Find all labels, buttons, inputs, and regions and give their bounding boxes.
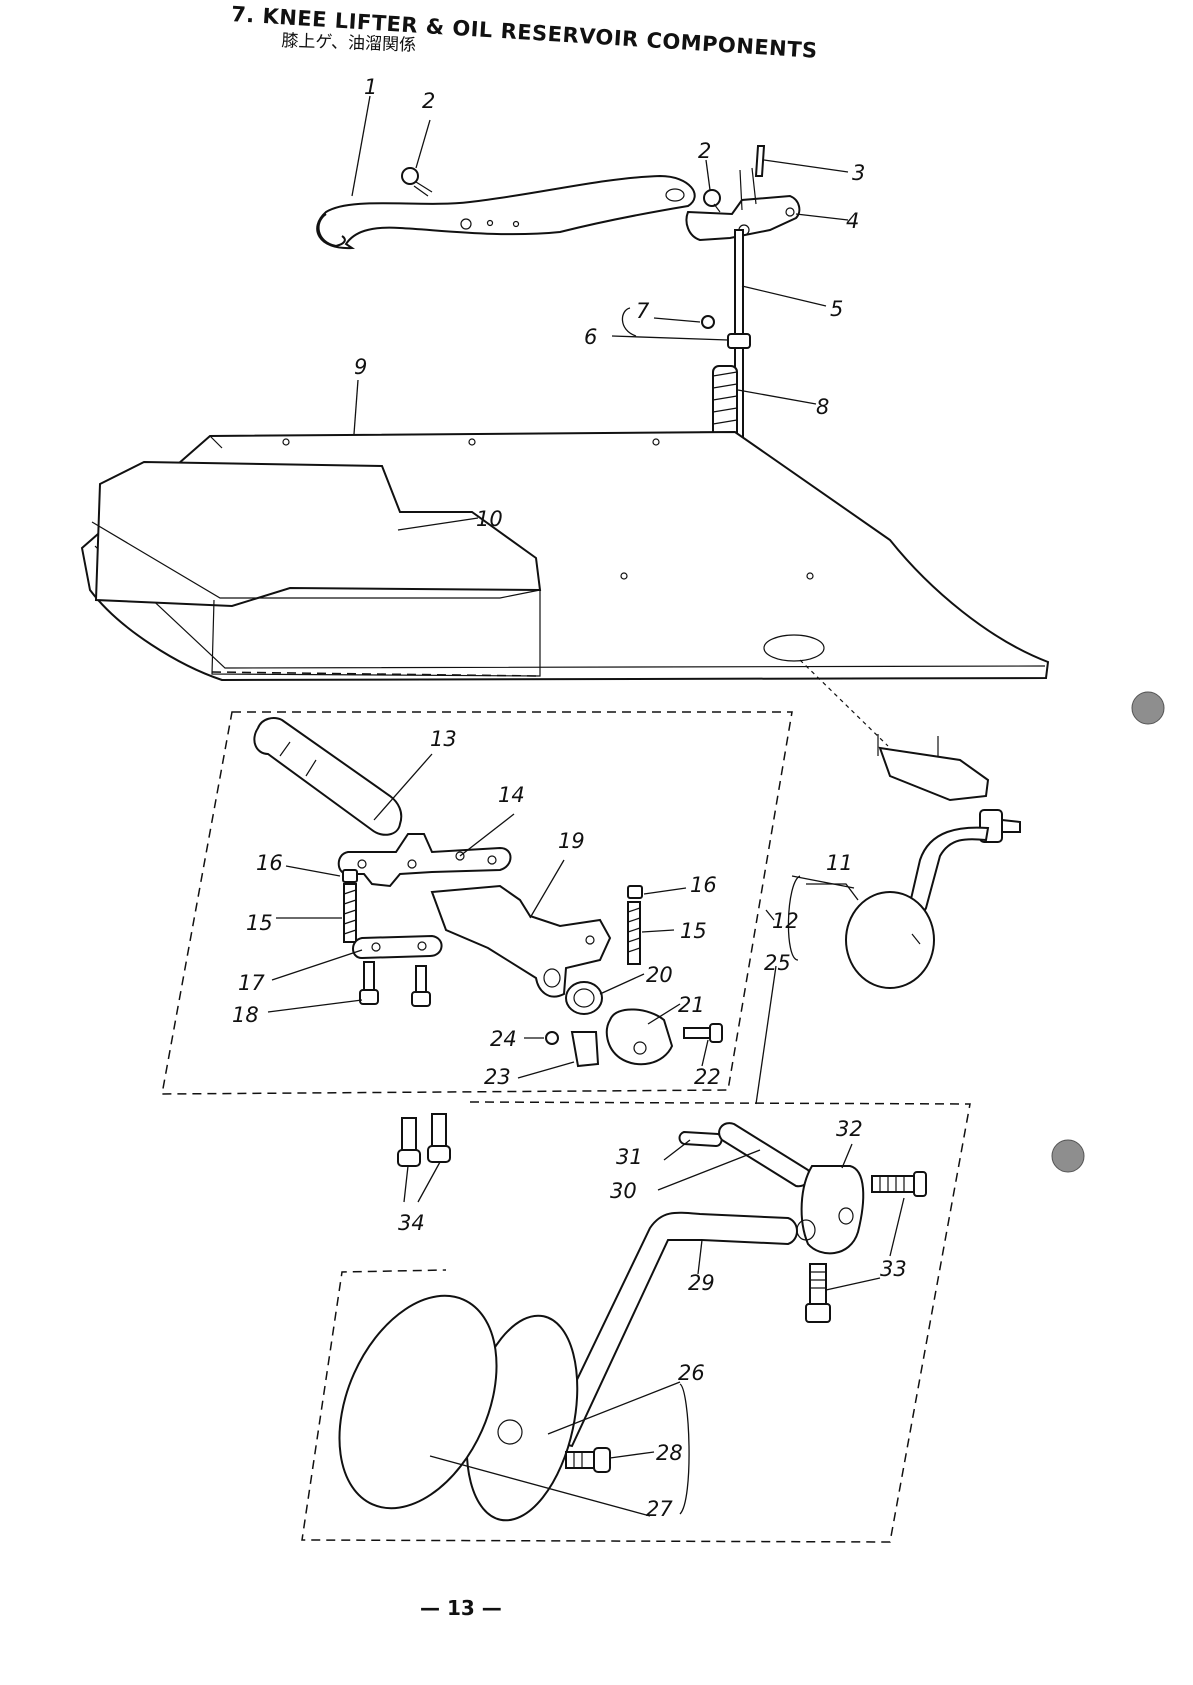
knee-lifter-rod: [719, 1123, 810, 1186]
upper-assembly-group: [162, 712, 792, 1094]
callout-8: 8: [816, 395, 829, 419]
callout-15-left: 15: [246, 911, 273, 935]
callout-28: 28: [656, 1441, 683, 1465]
callout-27: 27: [646, 1497, 673, 1521]
callout-31: 31: [616, 1145, 643, 1169]
callout-14: 14: [498, 783, 525, 807]
stopper-tab: [572, 1032, 598, 1066]
hinge-screws: [360, 962, 430, 1006]
nut-left: [343, 870, 357, 882]
nut-right: [628, 886, 642, 898]
stud-right: [628, 902, 640, 964]
callout-5: 5: [830, 297, 843, 321]
callout-7: 7: [636, 299, 650, 323]
callout-32: 32: [836, 1117, 863, 1141]
joint-block: [797, 1166, 863, 1253]
callout-17: 17: [238, 971, 265, 995]
callout-33: 33: [880, 1257, 907, 1281]
callout-12: 12: [772, 909, 799, 933]
callout-9: 9: [354, 355, 367, 379]
tab-screw: [546, 1032, 558, 1044]
bushing: [566, 982, 602, 1014]
set-collar: [728, 334, 750, 348]
callout-22: 22: [694, 1065, 721, 1089]
mounting-screws: [398, 1114, 450, 1166]
lever-screw-right: [704, 190, 720, 212]
callout-10: 10: [476, 507, 503, 531]
knee-pad-rod: [548, 1213, 797, 1446]
callout-30: 30: [610, 1179, 637, 1203]
crank-screw: [684, 1024, 722, 1042]
crank: [607, 1009, 672, 1064]
callout-19: 19: [558, 829, 585, 853]
callout-23: 23: [484, 1065, 511, 1089]
callout-20: 20: [646, 963, 673, 987]
callout-16-right: 16: [690, 873, 717, 897]
callout-3: 3: [852, 161, 865, 185]
stopper-plate: [339, 834, 511, 886]
callout-16-left: 16: [256, 851, 283, 875]
callout-1: 1: [364, 75, 377, 99]
callout-34: 34: [398, 1211, 425, 1235]
shaft: [254, 718, 401, 835]
registration-marker-bottom: [1052, 1140, 1084, 1172]
knee-lifter-lever: [317, 176, 695, 248]
callout-24: 24: [490, 1027, 517, 1051]
registration-marker-top: [1132, 692, 1164, 724]
knee-pad-screw: [566, 1448, 610, 1472]
callout-13: 13: [430, 727, 457, 751]
pin: [756, 146, 764, 176]
callout-2-right: 2: [698, 139, 711, 163]
page-number: — 13 —: [420, 1596, 502, 1620]
callout-21: 21: [678, 993, 705, 1017]
callout-15-right: 15: [680, 919, 707, 943]
callout-18: 18: [232, 1003, 259, 1027]
lifter-link: [432, 886, 610, 997]
callout-2-left: 2: [422, 89, 435, 113]
callout-26: 26: [678, 1361, 705, 1385]
callout-4: 4: [846, 209, 859, 233]
callout-29: 29: [688, 1271, 715, 1295]
knee-lifter-assembly: [846, 734, 1020, 988]
callout-6: 6: [584, 325, 597, 349]
callout-11: 11: [826, 851, 853, 875]
stud-left: [344, 884, 356, 942]
spacer-plate: [353, 936, 442, 958]
lever-screw-left: [402, 168, 432, 196]
collar-screw: [702, 316, 714, 328]
callout-25: 25: [764, 951, 791, 975]
